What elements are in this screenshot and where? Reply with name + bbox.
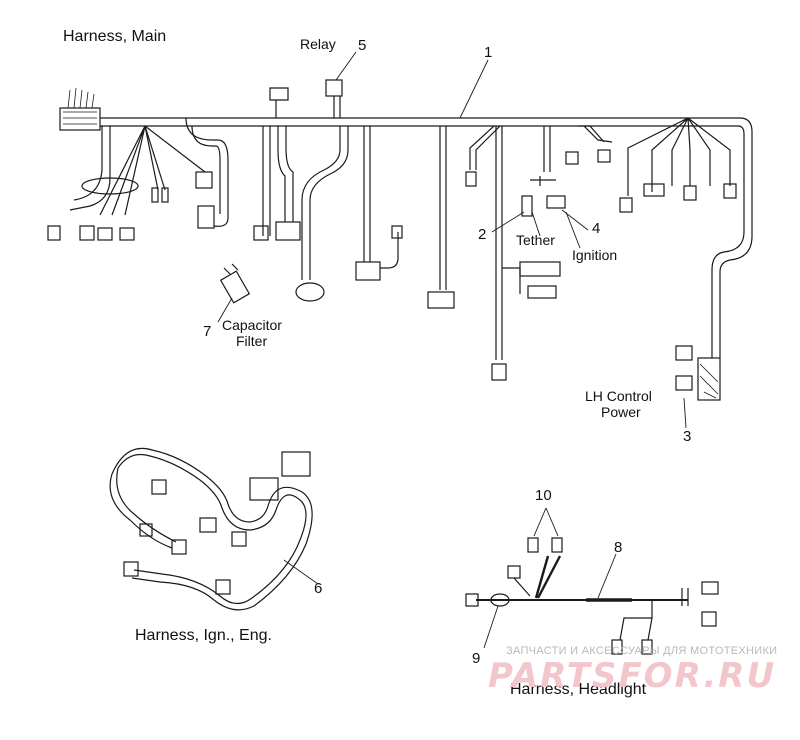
main-harness-drawing xyxy=(47,79,753,401)
relay-part xyxy=(325,79,343,97)
leader-lines xyxy=(217,51,687,649)
title-harness-main: Harness, Main xyxy=(63,28,167,45)
headlight-connector-right-bottom xyxy=(701,611,717,627)
title-harness-headlight: Harness, Headlight xyxy=(510,681,647,698)
lh-control-block xyxy=(697,357,721,401)
watermark-logo: PARTSFOR.RU xyxy=(488,656,777,696)
connector-c xyxy=(97,227,113,241)
tether-part xyxy=(521,195,533,217)
callout-7: 7 xyxy=(203,323,212,340)
callout-1: 1 xyxy=(484,44,493,61)
callout-3: 3 xyxy=(683,428,692,445)
connector-b xyxy=(79,225,95,241)
label-power: Power xyxy=(601,404,641,420)
connector-a xyxy=(47,225,61,241)
label-tether: Tether xyxy=(516,232,555,248)
headlight-connector-left xyxy=(465,593,479,607)
callout-9: 9 xyxy=(472,650,481,667)
callout-4: 4 xyxy=(592,220,601,237)
round-connector xyxy=(295,282,325,302)
watermark-tagline: ЗАПЧАСТИ И АКСЕССУАРЫ ДЛЯ МОТОТЕХНИКИ xyxy=(506,645,778,657)
callout-10: 10 xyxy=(535,487,552,504)
callout-2: 2 xyxy=(478,226,487,243)
title-harness-ign-eng: Harness, Ign., Eng. xyxy=(135,627,272,644)
label-capacitor: Capacitor xyxy=(222,317,282,333)
label-filter: Filter xyxy=(236,333,268,349)
label-ignition: Ignition xyxy=(572,247,618,263)
callout-6: 6 xyxy=(314,580,323,597)
label-relay: Relay xyxy=(300,36,336,52)
ign-eng-harness-drawing xyxy=(109,447,319,611)
capacitor-filter-part xyxy=(219,263,251,304)
connector-d xyxy=(119,227,135,241)
label-lh-control: LH Control xyxy=(585,388,652,404)
ignition-part xyxy=(546,195,566,209)
main-connector xyxy=(59,107,101,131)
ign-coil-part xyxy=(281,451,311,477)
callout-5: 5 xyxy=(358,37,367,54)
headlight-connector-right-top xyxy=(701,581,719,595)
headlight-harness-drawing xyxy=(465,537,719,655)
callout-8: 8 xyxy=(614,539,623,556)
